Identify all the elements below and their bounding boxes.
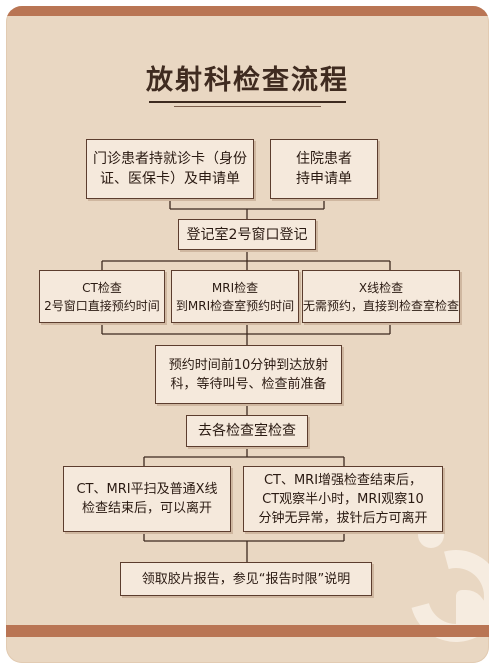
box-mri-exam: MRI检查到MRI检查室预约时间	[171, 270, 299, 323]
box-outpatient: 门诊患者持就诊卡（身份证、医保卡）及申请单	[86, 139, 254, 199]
box-inpatient: 住院患者持申请单	[270, 139, 378, 199]
top-band	[6, 6, 489, 16]
box-collect-report: 领取胶片报告，参见“报告时限”说明	[120, 562, 372, 596]
title-underline	[149, 101, 346, 103]
flow-connectors	[101, 199, 391, 562]
title-underline-thin	[174, 106, 321, 107]
box-plain-scan-done: CT、MRI平扫及普通X线检查结束后，可以离开	[63, 466, 231, 532]
bottom-band	[6, 625, 489, 637]
poster-title: 放射科检查流程	[146, 65, 349, 96]
box-xray-exam: X线检查无需预约，直接到检查室检查	[302, 270, 460, 323]
box-go-to-exam-room: 去各检查室检查	[186, 415, 308, 447]
box-arrive-early: 预约时间前10分钟到达放射科，等待叫号、检查前准备	[155, 345, 342, 404]
box-registration: 登记室2号窗口登记	[178, 219, 316, 250]
poster: 放射科检查流程	[6, 6, 489, 663]
